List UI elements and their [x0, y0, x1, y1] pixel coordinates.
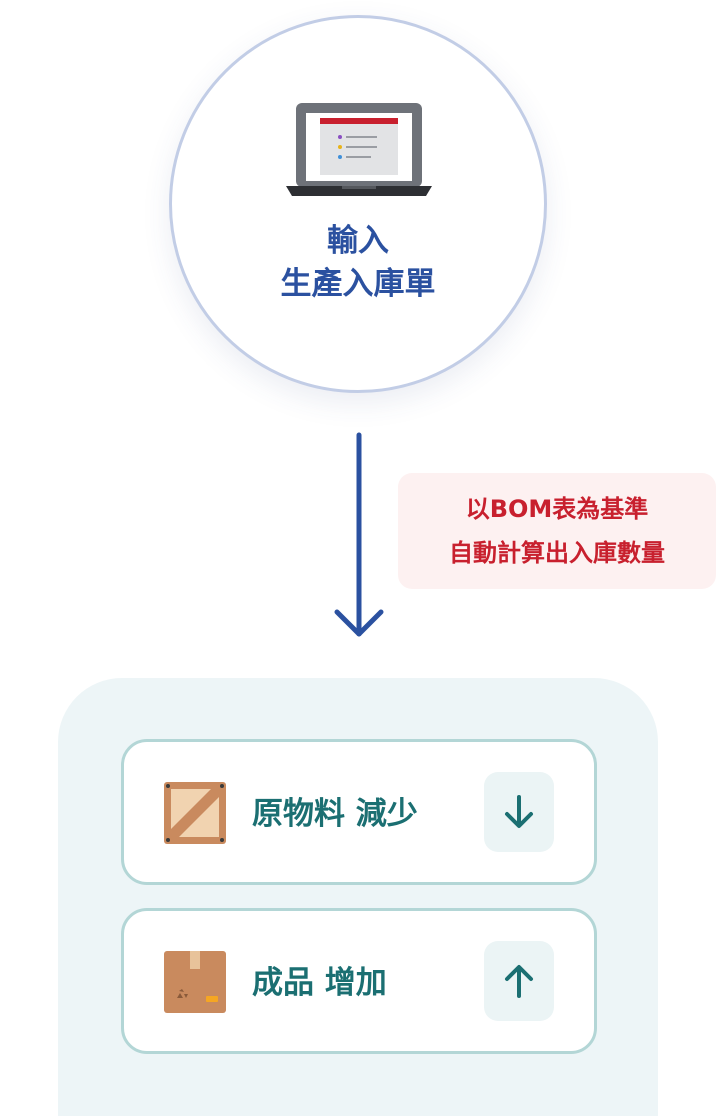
arrow-down-icon [505, 795, 533, 828]
step-title-line2: 生產入庫單 [280, 266, 436, 302]
note-line2: 自動計算出入庫數量 [449, 539, 665, 567]
note-line1: 以BOM表為基準 [465, 495, 649, 523]
finished-goods-card: 成品 增加 [121, 908, 597, 1054]
cardboard-box-icon [164, 951, 226, 1013]
raw-material-label: 原物料 減少 [252, 796, 418, 832]
laptop-icon [286, 103, 432, 196]
step-title-line1: 輸入 [327, 223, 389, 259]
wooden-crate-icon [164, 782, 226, 844]
bom-note-box: 以BOM表為基準 自動計算出入庫數量 [398, 473, 716, 589]
finished-goods-label: 成品 增加 [252, 965, 387, 1001]
input-step-circle [169, 15, 547, 393]
arrow-up-icon [505, 965, 533, 998]
flow-arrow-down-icon [334, 432, 384, 637]
decrease-indicator-button[interactable] [484, 772, 554, 852]
increase-indicator-button[interactable] [484, 941, 554, 1021]
raw-material-card: 原物料 減少 [121, 739, 597, 885]
